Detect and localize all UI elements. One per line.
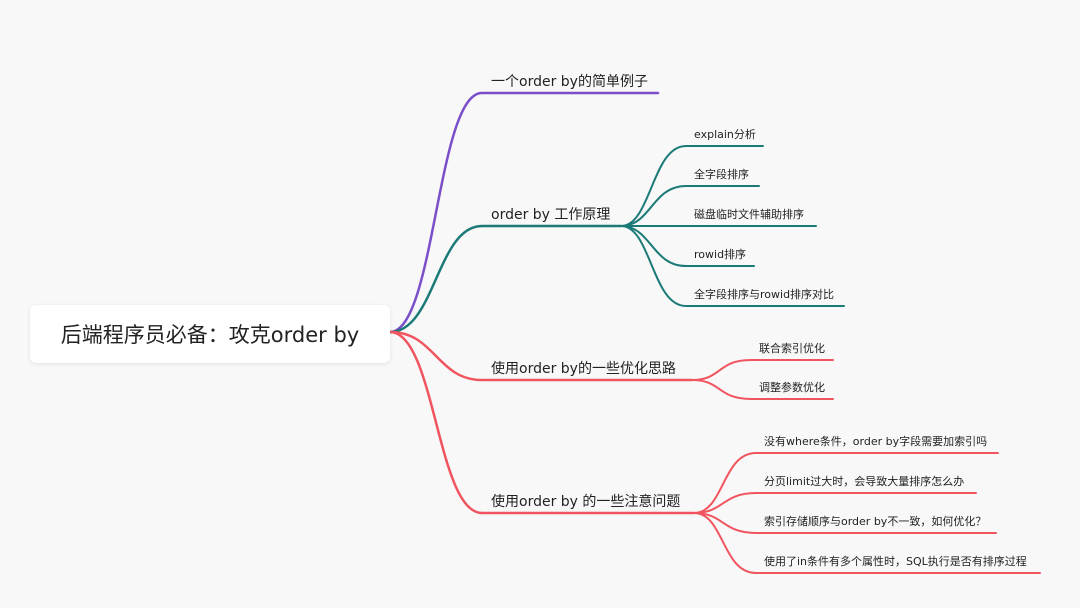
leaf-tune-params[interactable]: 调整参数优化 <box>759 381 825 394</box>
leaf-disk-temp-file-sort[interactable]: 磁盘临时文件辅助排序 <box>694 208 804 221</box>
leaf-sort-comparison[interactable]: 全字段排序与rowid排序对比 <box>694 288 835 301</box>
branch-connector <box>388 91 660 334</box>
leaf-connector <box>620 225 755 267</box>
branch-label-notes[interactable]: 使用order by 的一些注意问题 <box>491 494 681 510</box>
root-node[interactable]: 后端程序员必备：攻克order by <box>30 305 390 363</box>
branch-label-simple-example[interactable]: 一个order by的简单例子 <box>491 74 648 90</box>
leaf-connector <box>693 452 999 514</box>
leaf-connector <box>620 185 760 227</box>
leaf-full-field-sort[interactable]: 全字段排序 <box>694 168 749 181</box>
leaf-connector <box>691 359 834 381</box>
leaf-large-limit[interactable]: 分页limit过大时，会导致大量排序怎么办 <box>764 475 965 488</box>
leaf-connector <box>693 512 1041 574</box>
branch-label-optimization-ideas[interactable]: 使用order by的一些优化思路 <box>491 361 676 377</box>
leaf-index-order-mismatch[interactable]: 索引存储顺序与order by不一致，如何优化？ <box>764 515 987 528</box>
leaf-connector <box>693 492 977 514</box>
branch-label-working-principle[interactable]: order by 工作原理 <box>491 207 611 223</box>
leaf-composite-index[interactable]: 联合索引优化 <box>759 342 825 355</box>
leaf-connector <box>691 379 834 400</box>
branch-connector <box>388 330 694 382</box>
leaf-no-where-index[interactable]: 没有where条件，order by字段需要加索引吗 <box>764 435 988 448</box>
branch-connector <box>388 224 623 334</box>
leaf-connector <box>620 225 845 307</box>
leaf-rowid-sort[interactable]: rowid排序 <box>694 248 747 261</box>
leaf-connector <box>693 512 997 534</box>
branch-connector <box>388 330 696 515</box>
leaf-in-condition-sort[interactable]: 使用了in条件有多个属性时，SQL执行是否有排序过程 <box>764 555 1027 568</box>
leaf-explain[interactable]: explain分析 <box>694 128 756 141</box>
root-label: 后端程序员必备：攻克order by <box>60 323 360 347</box>
leaf-connector <box>620 145 764 227</box>
